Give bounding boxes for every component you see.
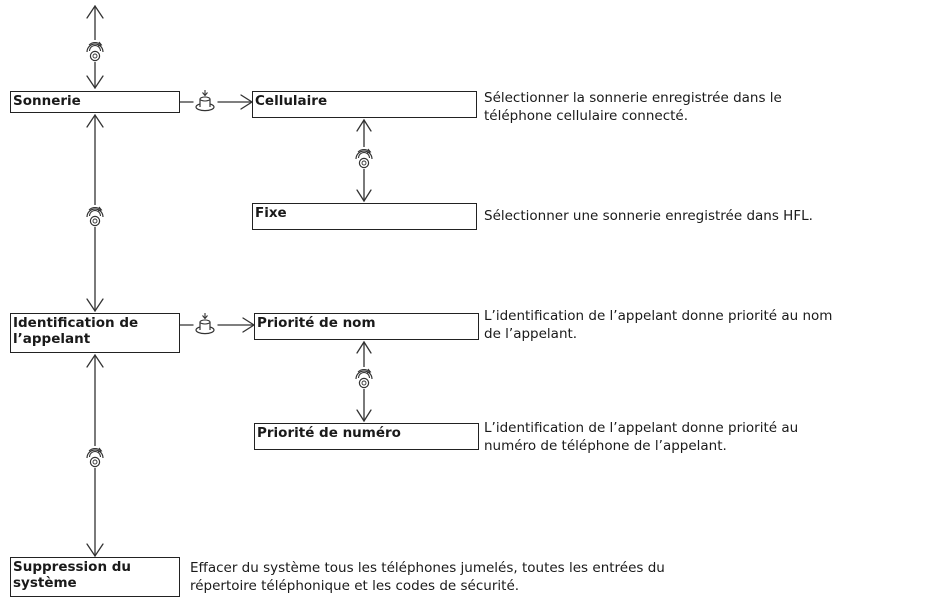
- menu-item-suppression-systeme[interactable]: Suppression du système: [10, 557, 180, 597]
- knob-press-select-icon: [195, 312, 215, 335]
- menu-item-label: Sonnerie: [13, 93, 81, 109]
- option-label: Fixe: [255, 205, 287, 221]
- phone-knob-scroll-icon: [84, 446, 106, 468]
- description-cellulaire: Sélectionner la sonnerie enregistrée dan…: [484, 90, 782, 124]
- phone-knob-scroll-icon: [84, 40, 106, 62]
- option-label: Cellulaire: [255, 93, 328, 109]
- phone-knob-scroll-icon: [353, 147, 375, 169]
- option-label: Priorité de numéro: [257, 425, 401, 441]
- description-fixe: Sélectionner une sonnerie enregistrée da…: [484, 208, 813, 224]
- option-cellulaire[interactable]: Cellulaire: [252, 91, 477, 118]
- menu-item-identification-appelant[interactable]: Identification de l’appelant: [10, 313, 180, 353]
- description-priorite-numero: L’identification de l’appelant donne pri…: [484, 420, 799, 454]
- menu-item-sonnerie[interactable]: Sonnerie: [10, 91, 180, 113]
- description-suppression-systeme: Effacer du système tous les téléphones j…: [190, 560, 665, 594]
- option-label: Priorité de nom: [257, 315, 376, 331]
- knob-press-select-icon: [195, 89, 215, 112]
- menu-item-label: Identification de l’appelant: [13, 315, 139, 347]
- description-priorite-nom: L’identification de l’appelant donne pri…: [484, 308, 833, 342]
- connector-lines: [86, 4, 372, 558]
- phone-knob-scroll-icon: [353, 367, 375, 389]
- option-priorite-numero[interactable]: Priorité de numéro: [254, 423, 479, 450]
- phone-knob-scroll-icon: [84, 205, 106, 227]
- option-fixe[interactable]: Fixe: [252, 203, 477, 230]
- menu-item-label: Suppression du système: [13, 559, 132, 591]
- option-priorite-nom[interactable]: Priorité de nom: [254, 313, 479, 340]
